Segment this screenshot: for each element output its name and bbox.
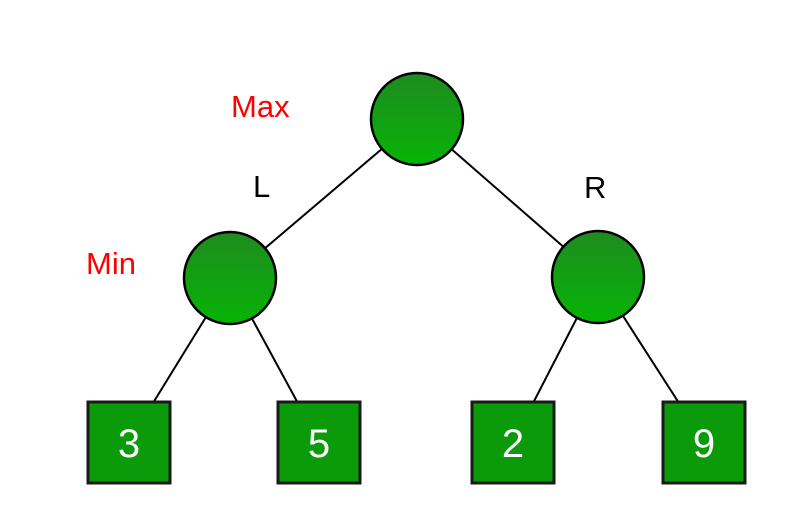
leaf-value-5: 5: [308, 422, 330, 466]
leaf-node-9: [661, 400, 747, 485]
right-edge-label: R: [584, 170, 606, 205]
min-level-label: Min: [86, 246, 136, 281]
leaf-node-5: [276, 400, 362, 485]
leaf-node-2: [470, 400, 556, 485]
max-level-label: Max: [231, 89, 290, 124]
leaf-value-9: 9: [693, 422, 715, 466]
left-edge-label: L: [253, 169, 270, 204]
max-root-node: [369, 71, 465, 167]
leaf-node-3: [86, 400, 172, 485]
min-node-right: [550, 229, 646, 325]
leaf-value-2: 2: [502, 422, 524, 466]
leaf-value-3: 3: [118, 422, 140, 466]
min-node-left: [182, 230, 278, 326]
